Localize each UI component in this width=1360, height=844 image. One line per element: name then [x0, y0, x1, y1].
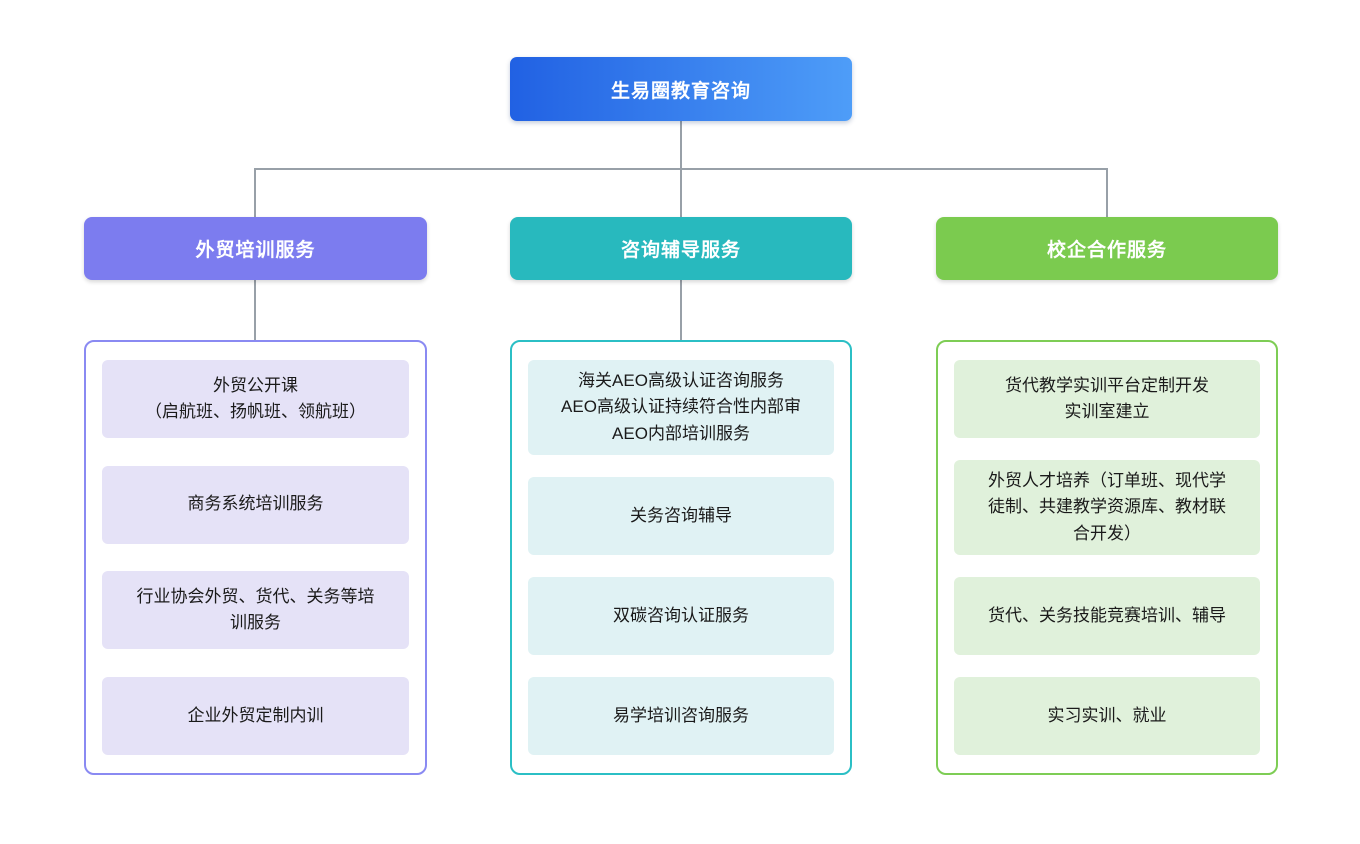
connector-branch-1-drop [254, 168, 256, 217]
service-item: 关务咨询辅导 [528, 477, 834, 556]
branch-header-label: 咨询辅导服务 [620, 240, 741, 261]
branch-container-consulting-coaching: 海关AEO高级认证咨询服务 AEO高级认证持续符合性内部审 AEO内部培训服务 … [510, 340, 852, 775]
connector-branch-2-drop [680, 168, 682, 217]
service-item: 货代教学实训平台定制开发 实训室建立 [954, 360, 1260, 438]
connector-header-1-to-container [254, 280, 256, 340]
branch-header-school-enterprise: 校企合作服务 [936, 217, 1278, 280]
root-node-label: 生易圈教育咨询 [610, 80, 751, 102]
service-item: 实习实训、就业 [954, 676, 1260, 755]
connector-header-2-to-container [680, 280, 682, 340]
service-item: 企业外贸定制内训 [102, 676, 409, 755]
service-item: 海关AEO高级认证咨询服务 AEO高级认证持续符合性内部审 AEO内部培训服务 [528, 360, 834, 456]
service-item: 行业协会外贸、货代、关务等培 训服务 [102, 571, 409, 650]
service-item: 货代、关务技能竞赛培训、辅导 [954, 577, 1260, 655]
connector-root-vertical [680, 121, 682, 169]
service-item: 外贸人才培养（订单班、现代学 徒制、共建教学资源库、教材联 合开发） [954, 459, 1260, 556]
root-node: 生易圈教育咨询 [510, 57, 852, 121]
branch-header-label: 外贸培训服务 [195, 240, 316, 261]
service-item: 双碳咨询认证服务 [528, 577, 834, 655]
branch-container-school-enterprise: 货代教学实训平台定制开发 实训室建立 外贸人才培养（订单班、现代学 徒制、共建教… [936, 340, 1278, 775]
branch-container-foreign-trade-training: 外贸公开课 （启航班、扬帆班、领航班） 商务系统培训服务 行业协会外贸、货代、关… [84, 340, 427, 775]
service-item: 商务系统培训服务 [102, 465, 409, 544]
branch-header-foreign-trade-training: 外贸培训服务 [84, 217, 427, 280]
connector-branch-3-drop [1106, 168, 1108, 217]
branch-header-consulting-coaching: 咨询辅导服务 [510, 217, 852, 280]
service-item: 易学培训咨询服务 [528, 676, 834, 755]
branch-header-label: 校企合作服务 [1046, 240, 1167, 261]
service-item: 外贸公开课 （启航班、扬帆班、领航班） [102, 360, 409, 438]
